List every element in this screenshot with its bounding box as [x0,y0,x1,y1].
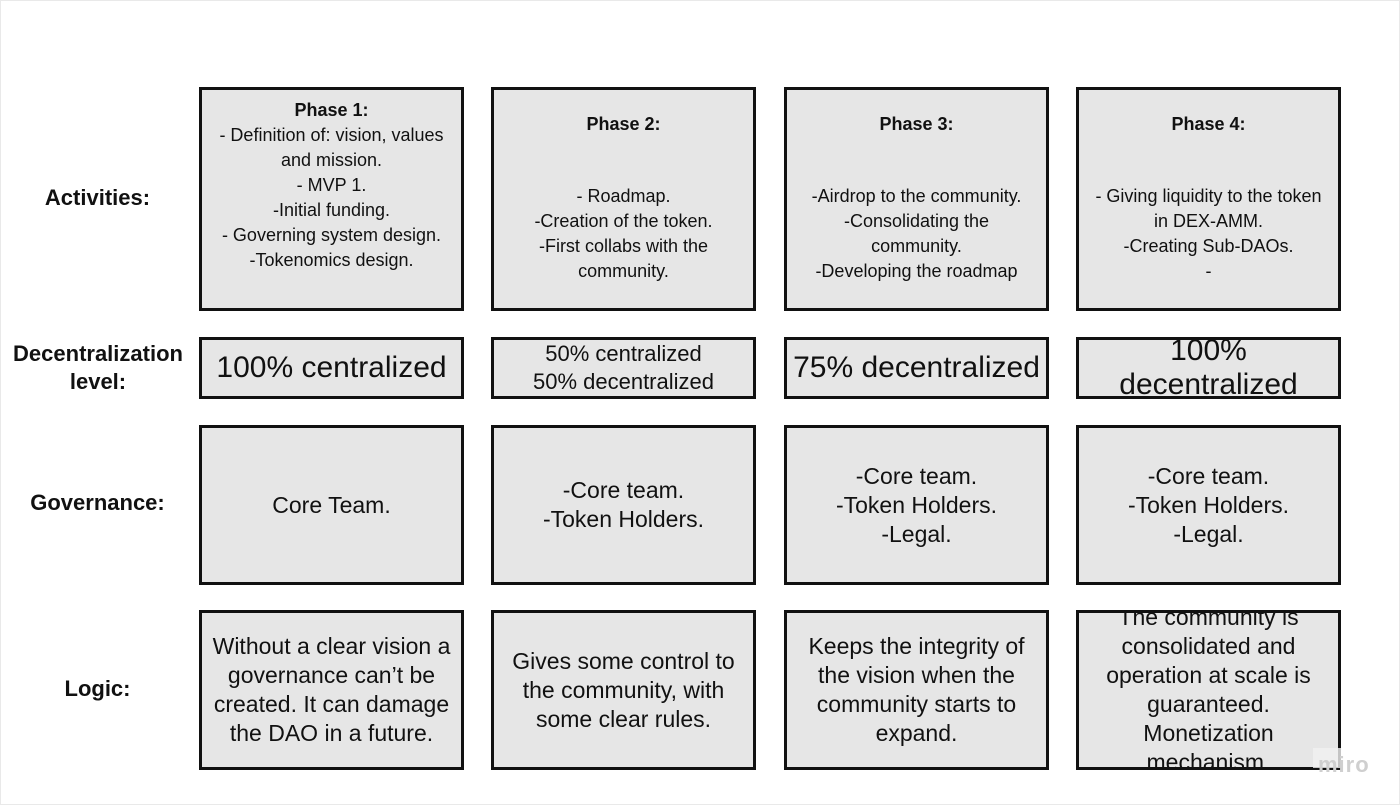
decentralization-text: 100% centralized [216,351,447,384]
phase-title: Phase 1: [294,100,369,120]
logic-phase-1: Without a clear vision a governance can’… [199,610,464,770]
governance-text: -Core team. -Token Holders. -Legal. [1127,462,1290,547]
activities-phase-2: Phase 2: - Roadmap. -Creation of the tok… [491,87,756,311]
activities-text: - Definition of: vision, values and miss… [219,125,444,270]
decentralization-text: 50% centralized 50% decentralized [532,341,714,394]
governance-phase-1: Core Team. [199,425,464,585]
row-label-governance: Governance: [30,490,165,515]
governance-phase-3: -Core team. -Token Holders. -Legal. [784,425,1049,585]
watermark-backdrop [1313,748,1341,768]
logic-phase-2: Gives some control to the community, wit… [491,610,756,770]
decentralization-text: 100% decentralized [1119,337,1298,399]
logic-text: Keeps the integrity of the vision when t… [808,633,1025,746]
governance-phase-2: -Core team. -Token Holders. [491,425,756,585]
row-label-decentralization: Decentralization level: [13,341,183,394]
activities-phase-3: Phase 3: -Airdrop to the community. -Con… [784,87,1049,311]
row-label-activities: Activities: [44,185,151,210]
decentralization-phase-1: 100% centralized [199,337,464,399]
logic-phase-3: Keeps the integrity of the vision when t… [784,610,1049,770]
row-label-logic: Logic: [64,676,131,701]
activities-text: - Roadmap. -Creation of the token. -Firs… [534,186,713,281]
decentralization-text: 75% decentralized [793,351,1040,384]
phase-title: Phase 2: [586,114,661,134]
phase-title: Phase 4: [1171,114,1246,134]
miro-watermark: miro [1318,752,1370,777]
governance-text: -Core team. -Token Holders. -Legal. [835,462,998,547]
decentralization-phase-2: 50% centralized 50% decentralized [491,337,756,399]
governance-text: Core Team. [272,491,391,518]
phase-title: Phase 3: [879,114,954,134]
logic-phase-4: The community is consolidated and operat… [1076,610,1341,770]
activities-text: -Airdrop to the community. -Consolidatin… [811,186,1022,281]
decentralization-phase-3: 75% decentralized [784,337,1049,399]
governance-text: -Core team. -Token Holders. [542,477,705,532]
activities-phase-1: Phase 1: - Definition of: vision, values… [199,87,464,311]
logic-text: Gives some control to the community, wit… [512,647,735,732]
logic-text: Without a clear vision a governance can’… [212,633,451,746]
decentralization-phase-4: 100% decentralized [1076,337,1341,399]
activities-phase-4: Phase 4: - Giving liquidity to the token… [1076,87,1341,311]
logic-text: The community is consolidated and operat… [1106,610,1311,770]
activities-text: - Giving liquidity to the token in DEX-A… [1095,186,1322,281]
governance-phase-4: -Core team. -Token Holders. -Legal. [1076,425,1341,585]
